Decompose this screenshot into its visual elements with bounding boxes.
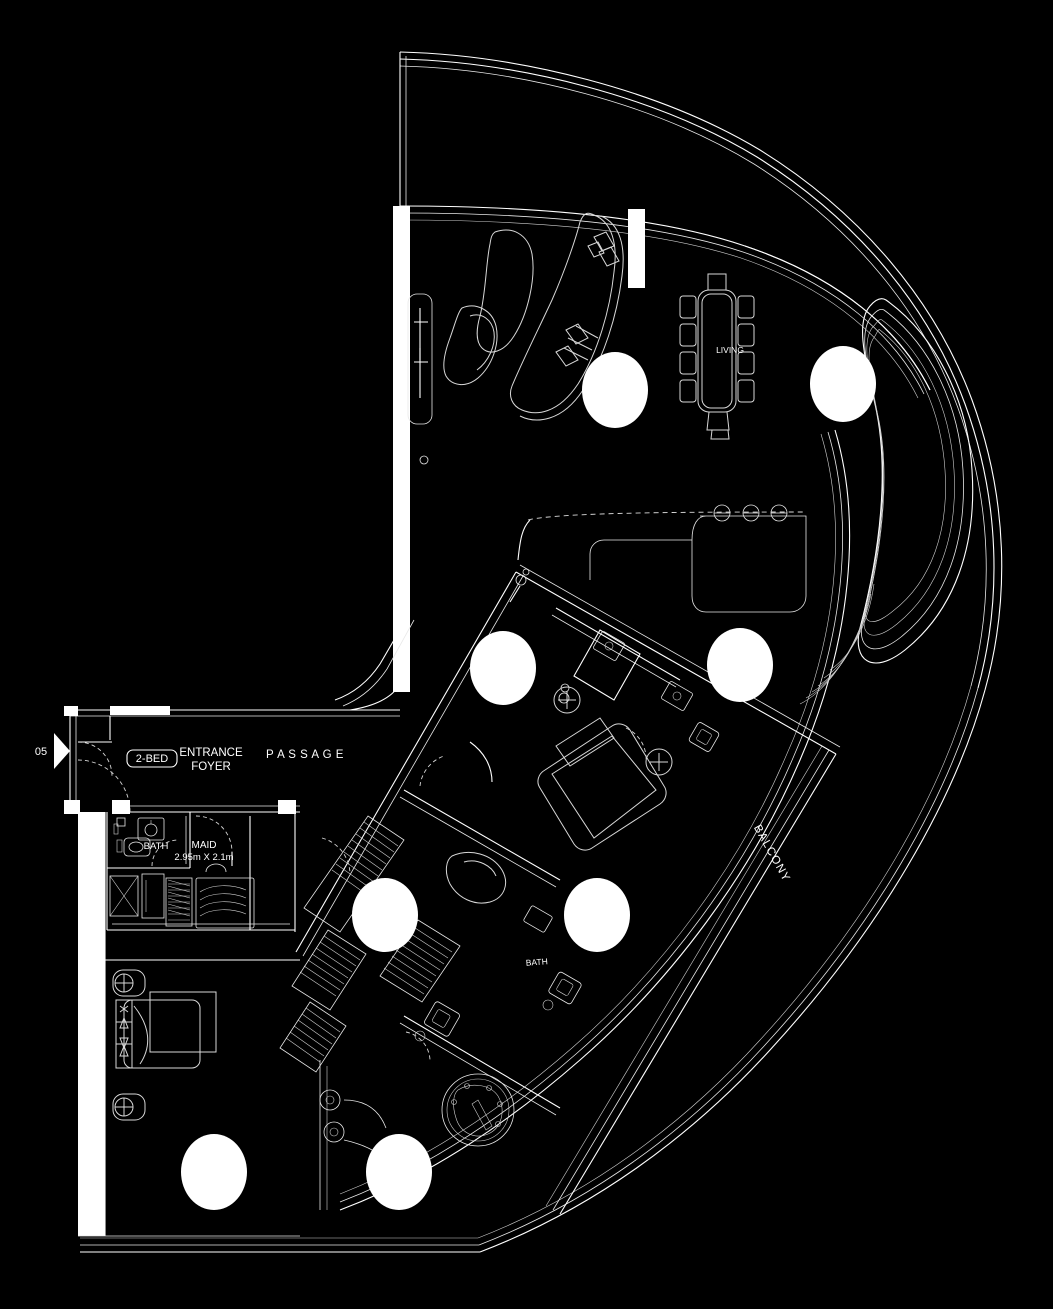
maid-suite: [106, 811, 296, 932]
annotation-blob: [707, 628, 773, 702]
annotation-blob: [181, 1134, 247, 1210]
entrance-foyer-label-line1: ENTRANCE: [179, 747, 243, 759]
living-label: LIVING: [716, 345, 744, 355]
unit-number-label: 05: [35, 746, 47, 758]
pool-teardrop: [799, 298, 974, 705]
bedroom-wing: [279, 504, 841, 1215]
building-envelope: [80, 51, 1003, 1253]
master-bedroom: [105, 959, 300, 1121]
annotation-blob: [810, 346, 876, 422]
annotation-blob: [564, 878, 630, 952]
dining-table-group: [679, 273, 755, 440]
annotation-blob: [366, 1134, 432, 1210]
living-sofa-group: [443, 212, 624, 421]
living-glazing: [393, 206, 645, 692]
entrance-foyer-label-line2: FOYER: [191, 761, 231, 773]
unit-type-badge-label: 2-BED: [136, 753, 168, 765]
maid-room-label: MAID: [192, 840, 217, 851]
guest-bath-label: BATH: [525, 956, 548, 968]
maid-room-dimension-label: 2.95m X 2.1m: [174, 852, 233, 863]
left-glazing-strip: [78, 812, 300, 1237]
unit-type-badge-box: [126, 749, 178, 768]
annotation-blobs: [181, 346, 876, 1210]
maid-bath-label: BATH: [144, 841, 169, 852]
annotation-blob: [470, 631, 536, 705]
annotation-blob: [582, 352, 648, 428]
entrance-walls: [54, 615, 415, 814]
tv-console: [407, 293, 433, 465]
annotation-blob: [352, 878, 418, 952]
passage-label: P A S S A G E: [266, 749, 344, 761]
